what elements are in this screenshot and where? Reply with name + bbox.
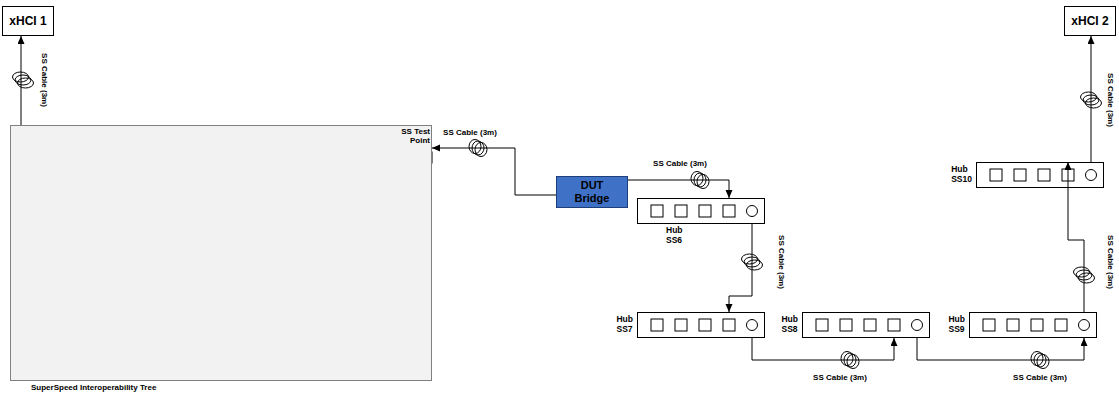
hub-port [699,205,711,217]
hub-port [864,319,876,331]
cable-coil [847,355,859,369]
hub-port [983,319,995,331]
hub-port [723,319,735,331]
cable-connector [752,338,894,360]
cable-label: SS Cable (3m) [652,160,708,168]
node-label: DUT Bridge [575,179,610,204]
cable-label: SS Cable (3m) [777,234,785,290]
cable-connector [1068,162,1084,312]
hub-port-circle [747,206,758,217]
hub-port-circle [1086,170,1097,181]
hub-box: Hub SS10 [976,162,1104,188]
host-controller-box: xHCI 1 [2,6,54,36]
cable-coil [697,175,709,189]
hub-port [1038,169,1050,181]
hub-port [651,319,663,331]
hub-port [699,319,711,331]
interop-tree-panel: SuperSpeed Interoperability Tree [10,125,432,381]
cable-label: SS Cable (3m) [812,374,868,382]
hub-port [888,319,900,331]
hub-box: Hub SS8 [802,312,930,338]
cable-connector [432,148,556,195]
cable-label: SS Cable (3m) [1106,234,1114,290]
hub-port-circle [747,320,758,331]
cable-coil [1037,355,1049,369]
cable-coil [18,78,34,88]
hub-port [1014,169,1026,181]
cable-connector [21,36,22,125]
hub-port [816,319,828,331]
hub-port [840,319,852,331]
node-label: Hub SS10 [951,165,972,185]
cable-coil [1086,98,1102,108]
hub-port-circle [912,320,923,331]
hub-port [990,169,1002,181]
cable-label: SS Cable (3m) [1012,374,1068,382]
cable-connector [917,338,1084,360]
cable-label: SS Cable (3m) [442,129,498,137]
node-label: Hub SS9 [948,315,965,335]
cable-connector [628,180,729,198]
node-label: Hub SS7 [616,315,633,335]
hub-box: Hub SS7 [637,312,765,338]
cable-coil [475,143,487,157]
test-point-label: SS Test Point [388,127,430,145]
host-controller-box: xHCI 2 [1064,6,1116,36]
cable-coil [747,260,763,270]
hub-box: Hub SS6 [637,198,765,224]
node-label: xHCI 2 [1071,14,1108,28]
dut-bridge-box: DUT Bridge [556,176,628,208]
cable-coil [1079,273,1095,283]
hub-port [1055,319,1067,331]
cable-connector [1091,36,1092,162]
hub-box: Hub SS9 [969,312,1097,338]
hub-port [675,205,687,217]
node-label: Hub SS8 [781,315,798,335]
hub-port [1007,319,1019,331]
hub-port [723,205,735,217]
cable-connector [729,224,752,312]
hub-port-circle [1079,320,1090,331]
hub-port [1031,319,1043,331]
node-label: xHCI 1 [9,14,46,28]
cable-label: SS Cable (3m) [1106,72,1114,128]
hub-port [651,205,663,217]
node-label: SuperSpeed Interoperability Tree [31,383,156,392]
node-label: Hub SS6 [666,226,683,246]
cable-label: SS Cable (3m) [40,52,48,108]
hub-port [675,319,687,331]
